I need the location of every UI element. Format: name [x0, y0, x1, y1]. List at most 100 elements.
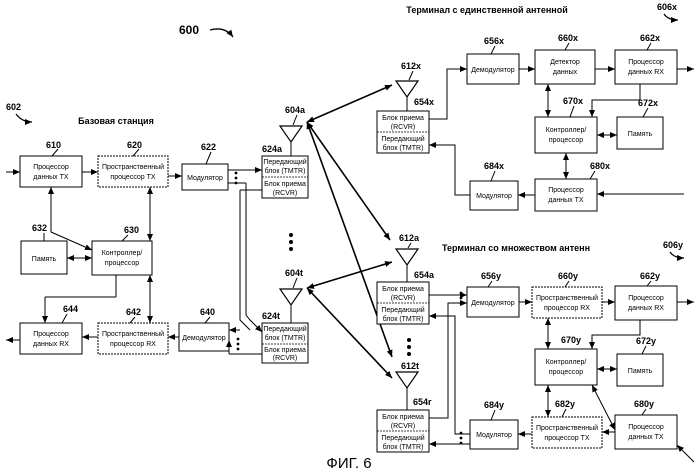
base-rx-spatial-processor: Пространственный процессор RX: [98, 323, 168, 354]
svg-text:данных RX: данных RX: [628, 305, 664, 312]
ref-660y: 660y: [558, 271, 578, 281]
terminal-y-memory: Память: [617, 354, 663, 386]
svg-text:Демодулятор: Демодулятор: [471, 67, 515, 74]
svg-text:Процессор: Процессор: [548, 187, 584, 194]
svg-text:Контроллер/: Контроллер/: [546, 359, 587, 366]
antenna-604a-icon: [280, 126, 302, 156]
ref-662y: 662y: [640, 271, 660, 281]
svg-text:процессор RX: процессор RX: [544, 305, 590, 312]
ref-terminal-y: 606y: [663, 240, 683, 250]
antenna-604t-icon: [280, 289, 302, 323]
svg-text:Демодулятор: Демодулятор: [182, 335, 226, 342]
svg-text:(RCVR): (RCVR): [273, 190, 298, 197]
ref-612x: 612x: [401, 61, 421, 71]
ref-670x: 670x: [563, 96, 583, 106]
svg-text:Детектор: Детектор: [550, 59, 580, 66]
ref-632: 632: [32, 223, 47, 233]
svg-text:блок (TMTR): блок (TMTR): [265, 334, 306, 342]
ref-642: 642: [126, 307, 141, 317]
svg-text:Память: Память: [628, 368, 653, 375]
ref-base: 602: [6, 102, 21, 112]
terminal-y-transceiver-r: Блок приема (RCVR) Передающий блок (TMTR…: [377, 410, 429, 452]
svg-text:процессор: процессор: [549, 137, 583, 144]
svg-text:данных TX: данных TX: [548, 197, 583, 204]
ref-644: 644: [63, 304, 78, 314]
svg-text:процессор: процессор: [105, 260, 139, 267]
terminal-y-controller: Контроллер/ процессор: [535, 349, 597, 385]
base-demodulator: Демодулятор: [179, 323, 229, 351]
svg-text:Процессор: Процессор: [33, 164, 69, 171]
base-transceiver-a: Передающий блок (TMTR) Блок приема (RCVR…: [262, 156, 308, 198]
svg-text:Пространственный: Пространственный: [536, 294, 598, 302]
ref-624a: 624a: [262, 144, 283, 154]
terminal-x-rx-data-processor: Процессор данных RX: [615, 50, 677, 84]
figure-caption: ФИГ. 6: [326, 455, 371, 472]
ref-640: 640: [200, 307, 215, 317]
svg-text:Передающий: Передающий: [263, 158, 306, 166]
svg-text:Память: Память: [32, 256, 57, 263]
svg-text:Модулятор: Модулятор: [476, 193, 512, 200]
base-rx-data-processor: Процессор данных RX: [20, 323, 82, 354]
ref-610: 610: [46, 140, 61, 150]
svg-text:Пространственный: Пространственный: [102, 330, 164, 338]
heading-terminal-multi: Терминал со множеством антенн: [442, 243, 590, 253]
terminal-y-transceiver-a: Блок приема (RCVR) Передающий блок (TMTR…: [377, 282, 429, 324]
ref-672y: 672y: [636, 336, 656, 346]
svg-text:Память: Память: [628, 131, 653, 138]
svg-text:Процессор: Процессор: [628, 295, 664, 302]
svg-text:Блок приема: Блок приема: [382, 414, 424, 421]
ref-622: 622: [201, 142, 216, 152]
ref-684y: 684y: [484, 400, 504, 410]
base-memory: Память: [21, 241, 67, 274]
ref-612t: 612t: [401, 361, 419, 371]
terminal-x-memory: Память: [617, 117, 663, 149]
ref-662x: 662x: [640, 33, 660, 43]
svg-text:процессор TX: процессор TX: [544, 435, 589, 442]
terminal-y-modulator: Модулятор: [470, 420, 518, 449]
svg-text:данных: данных: [553, 69, 578, 76]
svg-text:блок (TMTR): блок (TMTR): [265, 167, 306, 175]
svg-text:Блок приема: Блок приема: [382, 286, 424, 293]
ref-612a: 612a: [399, 233, 420, 243]
ref-656y: 656y: [481, 271, 501, 281]
ref-682y: 682y: [555, 399, 575, 409]
ref-624t: 624t: [262, 311, 280, 321]
svg-text:данных TX: данных TX: [33, 174, 68, 181]
base-tx-data-processor: Процессор данных TX: [20, 156, 82, 187]
svg-text:данных RX: данных RX: [33, 341, 69, 348]
terminal-x-demodulator: Демодулятор: [467, 54, 519, 84]
svg-text:блок (TMTR): блок (TMTR): [383, 144, 424, 152]
svg-text:Модулятор: Модулятор: [476, 432, 512, 439]
base-modulator: Модулятор: [182, 164, 228, 190]
ref-680y: 680y: [634, 399, 654, 409]
ref-670y: 670y: [561, 335, 581, 345]
ref-terminal-x: 606x: [657, 2, 677, 12]
heading-base-station: Базовая станция: [78, 116, 154, 126]
ref-630: 630: [124, 225, 139, 235]
terminal-x-data-detector: Детектор данных: [535, 50, 595, 84]
ref-620: 620: [127, 140, 142, 150]
ref-figure: 600: [179, 23, 199, 37]
ref-672x: 672x: [638, 98, 658, 108]
svg-text:Процессор: Процессор: [628, 424, 664, 431]
svg-text:(RCVR): (RCVR): [391, 423, 416, 430]
svg-text:процессор TX: процессор TX: [110, 174, 155, 181]
ref-680x: 680x: [590, 161, 610, 171]
svg-text:Передающий: Передающий: [381, 135, 424, 143]
terminal-x-modulator: Модулятор: [470, 181, 518, 210]
terminal-y-rx-data-processor: Процессор данных RX: [615, 286, 677, 320]
svg-text:Блок приема: Блок приема: [264, 347, 306, 354]
terminal-y-tx-spatial-processor: Пространственный процессор TX: [532, 417, 602, 448]
svg-text:Пространственный: Пространственный: [536, 424, 598, 432]
svg-text:Контроллер/: Контроллер/: [102, 250, 143, 257]
svg-text:данных TX: данных TX: [628, 434, 663, 441]
svg-text:Процессор: Процессор: [628, 59, 664, 66]
svg-text:данных RX: данных RX: [628, 69, 664, 76]
svg-text:Контроллер/: Контроллер/: [546, 127, 587, 134]
svg-text:Передающий: Передающий: [381, 434, 424, 442]
svg-text:(RCVR): (RCVR): [391, 295, 416, 302]
svg-text:Блок приема: Блок приема: [264, 181, 306, 188]
base-controller: Контроллер/ процессор: [92, 241, 152, 275]
svg-text:блок (TMTR): блок (TMTR): [383, 315, 424, 323]
